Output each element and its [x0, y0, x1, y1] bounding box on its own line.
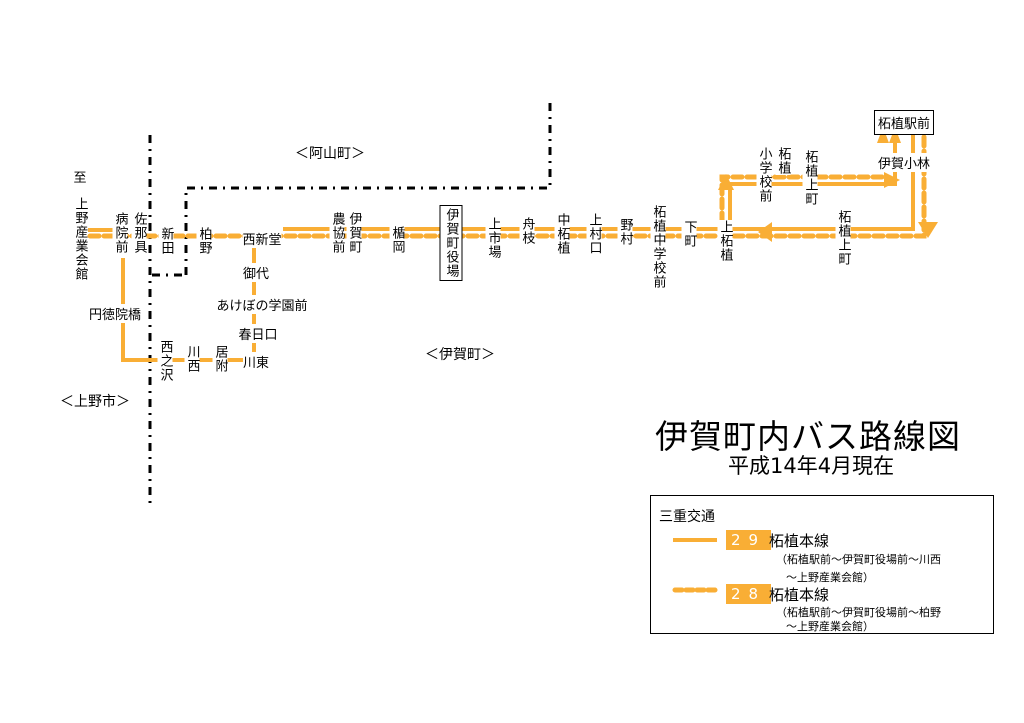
stop-tateoka: 楯岡 [389, 226, 405, 254]
stop-itsuki: 居附 [212, 345, 228, 373]
stop-kashino: 柏野 [196, 227, 212, 255]
legend-route-28-desc1: （柘植駅前～伊賀町役場前～柏野 [776, 606, 941, 619]
legend: 三重交通 29 柘植本線 （柘植駅前～伊賀町役場前～川西 ～上野産業会館） 28… [650, 495, 994, 634]
stop-nishinosawa: 西之沢 [157, 340, 173, 382]
stop-nokyo: 農協前 [329, 212, 345, 254]
stop-byoin: 病院前 [112, 212, 128, 254]
stop-ichiba: 上市場 [485, 217, 501, 259]
map-subtitle: 平成14年4月現在 [728, 454, 895, 478]
legend-route-28-desc2: ～上野産業会館） [786, 620, 874, 633]
stop-kamimachi-upper: 柘植上町 [802, 150, 818, 206]
direction-arrows [718, 127, 938, 242]
stop-kawahigashi: 川東 [242, 352, 270, 371]
legend-route-29-number: 29 [726, 530, 772, 550]
legend-route-28-name: 柘植本線 [769, 586, 830, 604]
legend-route-29-desc1: （柘植駅前～伊賀町役場前～川西 [776, 553, 941, 566]
stop-ueno-sangyo: 上野産業会館 [72, 197, 88, 281]
stop-shogakko-a: 柘植 [775, 147, 791, 175]
municipal-boundaries [148, 98, 552, 505]
region-iga: ＜伊賀町＞ [425, 347, 495, 363]
stop-kawanishi: 川西 [184, 345, 200, 373]
stop-igakobayashi: 伊賀小林 [877, 153, 931, 172]
stop-chugakko: 柘植中学校前 [650, 205, 666, 289]
stop-igacho: 伊賀町 [346, 212, 362, 254]
stop-funae: 舟枝 [519, 217, 535, 245]
stop-akebono: あけぼの学園前 [216, 295, 308, 314]
boundary-ayama [184, 98, 552, 275]
legend-operator: 三重交通 [659, 509, 715, 525]
region-ayama: ＜阿山町＞ [295, 146, 365, 162]
stop-kasuga: 春日口 [238, 324, 278, 343]
map-title: 伊賀町内バス路線図 [655, 417, 961, 456]
legend-route-29-name: 柘植本線 [769, 532, 830, 550]
legend-swatches [672, 538, 720, 593]
stop-shimomachi: 下町 [681, 220, 697, 248]
legend-route-28-number: 28 [726, 584, 772, 604]
stop-kamitsuge: 上柘植 [717, 220, 733, 262]
stop-sanagu: 佐那具 [131, 212, 147, 254]
stop-shinden: 新田 [158, 227, 174, 255]
stop-yakuba: 伊賀町役場 [439, 205, 463, 281]
to-label: 至 [73, 167, 87, 186]
stop-nishishindo: 西新堂 [242, 229, 282, 248]
stop-mishiro: 御代 [242, 263, 270, 282]
legend-route-29-desc2: ～上野産業会館） [786, 571, 874, 584]
stop-nomura: 野村 [617, 218, 633, 246]
stop-ekimae: 柘植駅前 [873, 110, 935, 135]
stop-shogakko-b: 小学校前 [756, 147, 772, 203]
region-ueno: ＜上野市＞ [60, 394, 130, 410]
stop-kamimura: 上村口 [586, 213, 602, 255]
stop-entokuin: 円徳院橋 [88, 304, 142, 323]
stop-kamimachi-lower: 柘植上町 [835, 210, 851, 266]
stop-nakatsuge: 中柘植 [554, 213, 570, 255]
